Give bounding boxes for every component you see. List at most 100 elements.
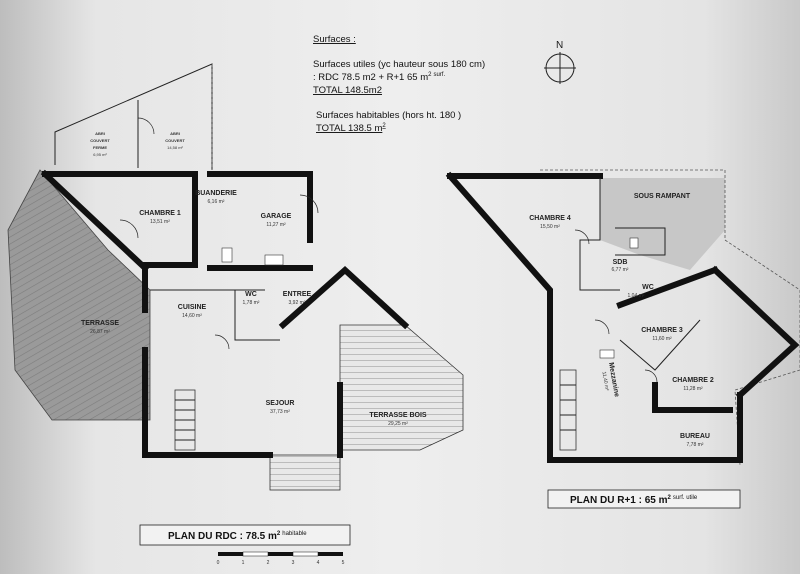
terrasse-bois-deck — [339, 324, 464, 451]
scale-tick-label: 3 — [292, 560, 295, 566]
r1-wall-outer — [445, 171, 743, 463]
sous-rampant-area — [600, 178, 725, 270]
rdc-wall-diagonal — [40, 169, 150, 273]
scale-seg — [318, 552, 343, 556]
surfaces-habitables-line: Surfaces habitables (hors ht. 180 ) — [316, 110, 461, 121]
scale-tick-label: 4 — [317, 560, 320, 566]
door-swing — [119, 219, 139, 239]
room-name: CHAMBRE 2 — [672, 377, 714, 384]
room-area: 13,51 m² — [150, 219, 170, 225]
r1-wall-sdb — [579, 178, 620, 291]
rdc-wall-chambre1 — [42, 171, 198, 268]
room-name: GARAGE — [261, 213, 292, 220]
scale-seg — [292, 551, 319, 557]
room-abri-ferme: ABRI COUVERT FERME 6,95 m² — [90, 131, 110, 157]
surfaces-rdc-tail: surf. — [433, 72, 445, 78]
surfaces-total2-sup: 2 — [382, 123, 386, 129]
room-area: 37,73 m² — [270, 409, 290, 415]
room-name: BUREAU — [680, 433, 710, 440]
room-area: 6,95 m² — [93, 152, 107, 157]
scale-seg — [218, 552, 243, 556]
toilet-fixture — [221, 247, 233, 263]
room-area: 29,25 m² — [388, 421, 408, 427]
room-chambre-4: CHAMBRE 4 15,50 m² — [529, 215, 571, 230]
scale-seg — [268, 552, 293, 556]
room-chambre-1: CHAMBRE 1 13,51 m² — [139, 210, 181, 225]
r1-stairs — [559, 369, 577, 451]
door-swing — [644, 369, 658, 383]
room-cuisine: CUISINE 14,60 m² — [178, 304, 207, 319]
room-area: 6,16 m² — [208, 199, 225, 205]
rdc-terrasse-hatched — [7, 169, 151, 421]
room-name: TERRASSE BOIS — [369, 412, 427, 419]
room-area: 1,78 m² — [243, 300, 260, 306]
r1-roof-outline — [540, 169, 800, 466]
scale-tick-label: 0 — [217, 560, 220, 566]
room-name: CHAMBRE 4 — [529, 215, 571, 222]
door-swing — [137, 117, 155, 135]
room-area: 15,50 m² — [540, 224, 560, 230]
rdc-caption-frame — [139, 524, 351, 546]
room-area: 7,78 m² — [687, 442, 704, 448]
sink-fixture — [264, 254, 284, 266]
scale-tick-label: 5 — [342, 560, 345, 566]
room-garage: GARAGE 11,27 m² — [261, 213, 292, 228]
surfaces-block: Surfaces : Surfaces utiles (yc hauteur s… — [313, 34, 485, 134]
room-entree: ENTREE 3,92 m² — [283, 291, 312, 306]
r1-caption-frame — [547, 489, 741, 509]
room-area: 14,58 m² — [167, 145, 183, 150]
rdc-wall-wc — [234, 290, 280, 341]
r1-wall-chambre3-top — [616, 266, 719, 309]
room-chambre-2: CHAMBRE 2 11,28 m² — [672, 377, 714, 392]
room-name: ABRI — [95, 131, 105, 136]
room-name: SEJOUR — [266, 400, 295, 407]
room-area: 26,87 m² — [90, 329, 110, 335]
door-swing — [299, 194, 319, 214]
room-terrasse: TERRASSE 26,87 m² — [81, 320, 119, 335]
rdc-caption-main: PLAN DU RDC : 78.5 m — [168, 531, 277, 542]
surfaces-utiles-line: Surfaces utiles (yc hauteur sous 180 cm) — [313, 59, 485, 70]
room-sdb: SDB 6,77 m² — [612, 259, 629, 273]
room-name: WC — [642, 284, 654, 291]
rdc-wall-sejour — [142, 347, 273, 458]
r1-wall-sdb-inner — [615, 227, 666, 256]
rdc-wall-garage — [207, 171, 313, 243]
r1-wall-chambre2 — [652, 382, 733, 413]
scale-seg — [242, 551, 269, 557]
room-area: 11,40 m² — [600, 371, 609, 391]
compass-north-label: N — [556, 40, 563, 51]
room-bureau: BUREAU 7,78 m² — [680, 433, 710, 448]
door-swing — [214, 334, 230, 350]
rdc-caption-tail: habitable — [282, 531, 307, 537]
room-name-line3: FERME — [93, 145, 107, 150]
scale-tick-label: 2 — [267, 560, 270, 566]
room-wc: WC 1,78 m² — [243, 291, 260, 306]
room-area: 11,28 m² — [683, 386, 703, 392]
room-sous-rampant: SOUS RAMPANT — [634, 193, 691, 200]
room-name-line2: COUVERT — [90, 138, 110, 143]
room-name: BUANDERIE — [195, 190, 237, 197]
room-sejour: SEJOUR 37,73 m² — [266, 400, 295, 415]
room-wc-r1: WC 1,04 m² — [628, 284, 654, 299]
scale-tick-label: 1 — [242, 560, 245, 566]
room-buanderie: BUANDERIE 6,16 m² — [195, 190, 237, 205]
room-area: 14,60 m² — [182, 313, 202, 319]
rdc-wall-entree — [278, 265, 410, 330]
room-area: 11,27 m² — [266, 222, 286, 228]
surfaces-rdc-sup: 2 — [428, 72, 432, 78]
rdc-plan: ABRI COUVERT FERME 6,95 m² ABRI COUVERT … — [7, 63, 464, 491]
room-name: SOUS RAMPANT — [634, 193, 691, 200]
abri-outline — [54, 63, 213, 170]
surfaces-rdc-text: : RDC 78.5 m2 + R+1 65 m — [313, 72, 428, 83]
scale-bar: 0 1 2 3 4 5 — [217, 551, 345, 566]
door-swing — [574, 229, 590, 245]
surfaces-heading: Surfaces : — [313, 34, 356, 45]
r1-wall-right — [710, 265, 800, 400]
room-abri-couvert: ABRI COUVERT 14,58 m² — [165, 131, 185, 150]
